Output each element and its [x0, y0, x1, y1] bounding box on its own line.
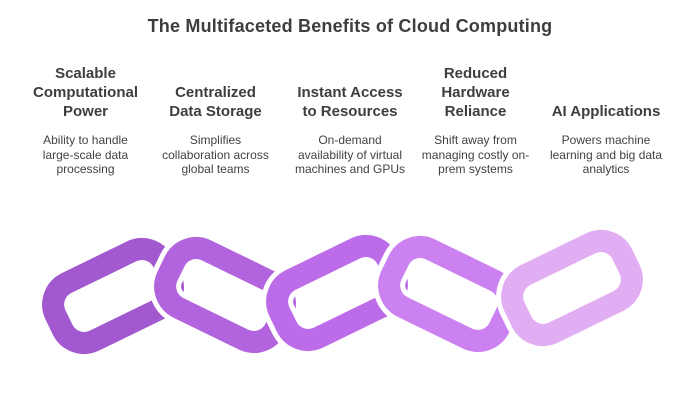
benefit-description: Ability to handle large-scale data proce… — [42, 133, 129, 176]
benefit-heading: Scalable Computational Power — [33, 65, 138, 120]
chain-link-4-icon — [373, 231, 525, 357]
benefit-column-3: Instant Access to Resources On-demand av… — [283, 64, 417, 177]
benefit-column-2: Centralized Data Storage Simplifies coll… — [152, 64, 279, 177]
page-title: The Multifaceted Benefits of Cloud Compu… — [147, 16, 553, 36]
benefit-description: On-demand availability of virtual machin… — [294, 133, 406, 176]
benefit-description: Shift away from managing costly on- prem… — [421, 133, 530, 176]
benefit-column-4: Reduced Hardware Reliance Shift away fro… — [412, 64, 539, 177]
benefit-column-5: AI Applications Powers machine learning … — [534, 64, 678, 177]
benefit-column-1: Scalable Computational Power Ability to … — [22, 64, 149, 177]
benefit-description: Simplifies collaboration across global t… — [162, 133, 269, 176]
benefits-row: Scalable Computational Power Ability to … — [0, 64, 700, 189]
benefit-heading: AI Applications — [551, 103, 661, 120]
chain-link-5-band — [501, 230, 643, 346]
chain-link-4-band — [378, 236, 520, 352]
benefit-heading: Reduced Hardware Reliance — [441, 65, 510, 120]
benefit-heading: Centralized Data Storage — [169, 84, 262, 120]
chain-link-5-icon — [496, 225, 648, 351]
benefit-heading: Instant Access to Resources — [297, 84, 403, 120]
benefit-description: Powers machine learning and big data ana… — [549, 133, 663, 176]
